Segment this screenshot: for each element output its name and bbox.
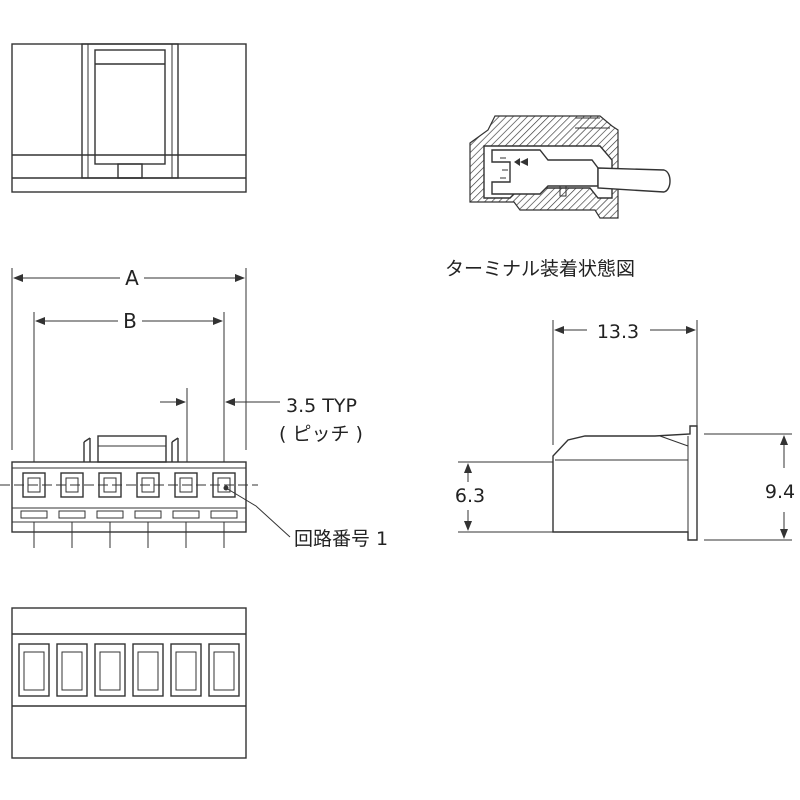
cavity-slot xyxy=(172,510,200,519)
bottom-slot-inner xyxy=(175,651,197,691)
cavity-inner xyxy=(103,477,117,493)
circuit-number-callout: 回路番号 1 xyxy=(223,485,388,550)
bottom-slot-inner xyxy=(137,651,159,691)
cavity xyxy=(136,472,160,498)
top-view xyxy=(11,43,247,193)
bottom-slot-inner xyxy=(213,651,235,691)
front-view: A B 3.5 TYP ( ピッチ ) xyxy=(0,266,388,550)
cavity-slot xyxy=(20,510,48,519)
cavity xyxy=(98,472,122,498)
dimension-a: A xyxy=(11,266,247,450)
circuit-number-label: 回路番号 1 xyxy=(294,528,388,550)
cavity xyxy=(212,472,236,498)
dimension-b: B xyxy=(33,309,225,462)
cavity-inner xyxy=(65,477,79,493)
cavity xyxy=(22,472,46,498)
cavity-row xyxy=(20,472,238,548)
cavity-inner xyxy=(141,477,155,493)
dimension-height-low: 6.3 xyxy=(455,461,553,533)
bottom-slot xyxy=(208,643,240,697)
dim-b-label: B xyxy=(123,309,137,333)
bottom-view xyxy=(11,607,247,759)
pitch-value-label: 3.5 TYP xyxy=(286,395,357,417)
bottom-slot-row xyxy=(18,643,240,697)
dim-height-low-label: 6.3 xyxy=(455,485,485,507)
terminal-section-view xyxy=(469,115,671,219)
bottom-slot-inner xyxy=(23,651,45,691)
cavity-inner xyxy=(27,477,41,493)
cavity-slot xyxy=(58,510,86,519)
bottom-slot-inner xyxy=(99,651,121,691)
cavity-inner xyxy=(217,477,231,493)
cavity xyxy=(60,472,84,498)
cavity-slot xyxy=(210,510,238,519)
terminal-caption: ターミナル装着状態図 xyxy=(445,258,635,280)
dimension-pitch: 3.5 TYP ( ピッチ ) xyxy=(160,388,363,462)
dim-a-label: A xyxy=(125,266,139,290)
dimension-height-high: 9.4 xyxy=(704,433,795,541)
bottom-slot-inner xyxy=(61,651,83,691)
bottom-slot xyxy=(56,643,88,697)
dim-length-label: 13.3 xyxy=(597,321,639,343)
cavity xyxy=(174,472,198,498)
bottom-slot xyxy=(18,643,50,697)
bottom-slot xyxy=(132,643,164,697)
cavity-slot xyxy=(96,510,124,519)
cavity-slot xyxy=(134,510,162,519)
bottom-slot xyxy=(94,643,126,697)
side-view: 13.3 6.3 9.4 xyxy=(455,320,795,541)
dimension-length: 13.3 xyxy=(552,320,698,445)
pitch-note-label: ( ピッチ ) xyxy=(279,423,363,445)
cavity-inner xyxy=(179,477,193,493)
dim-height-high-label: 9.4 xyxy=(765,481,795,503)
bottom-slot xyxy=(170,643,202,697)
